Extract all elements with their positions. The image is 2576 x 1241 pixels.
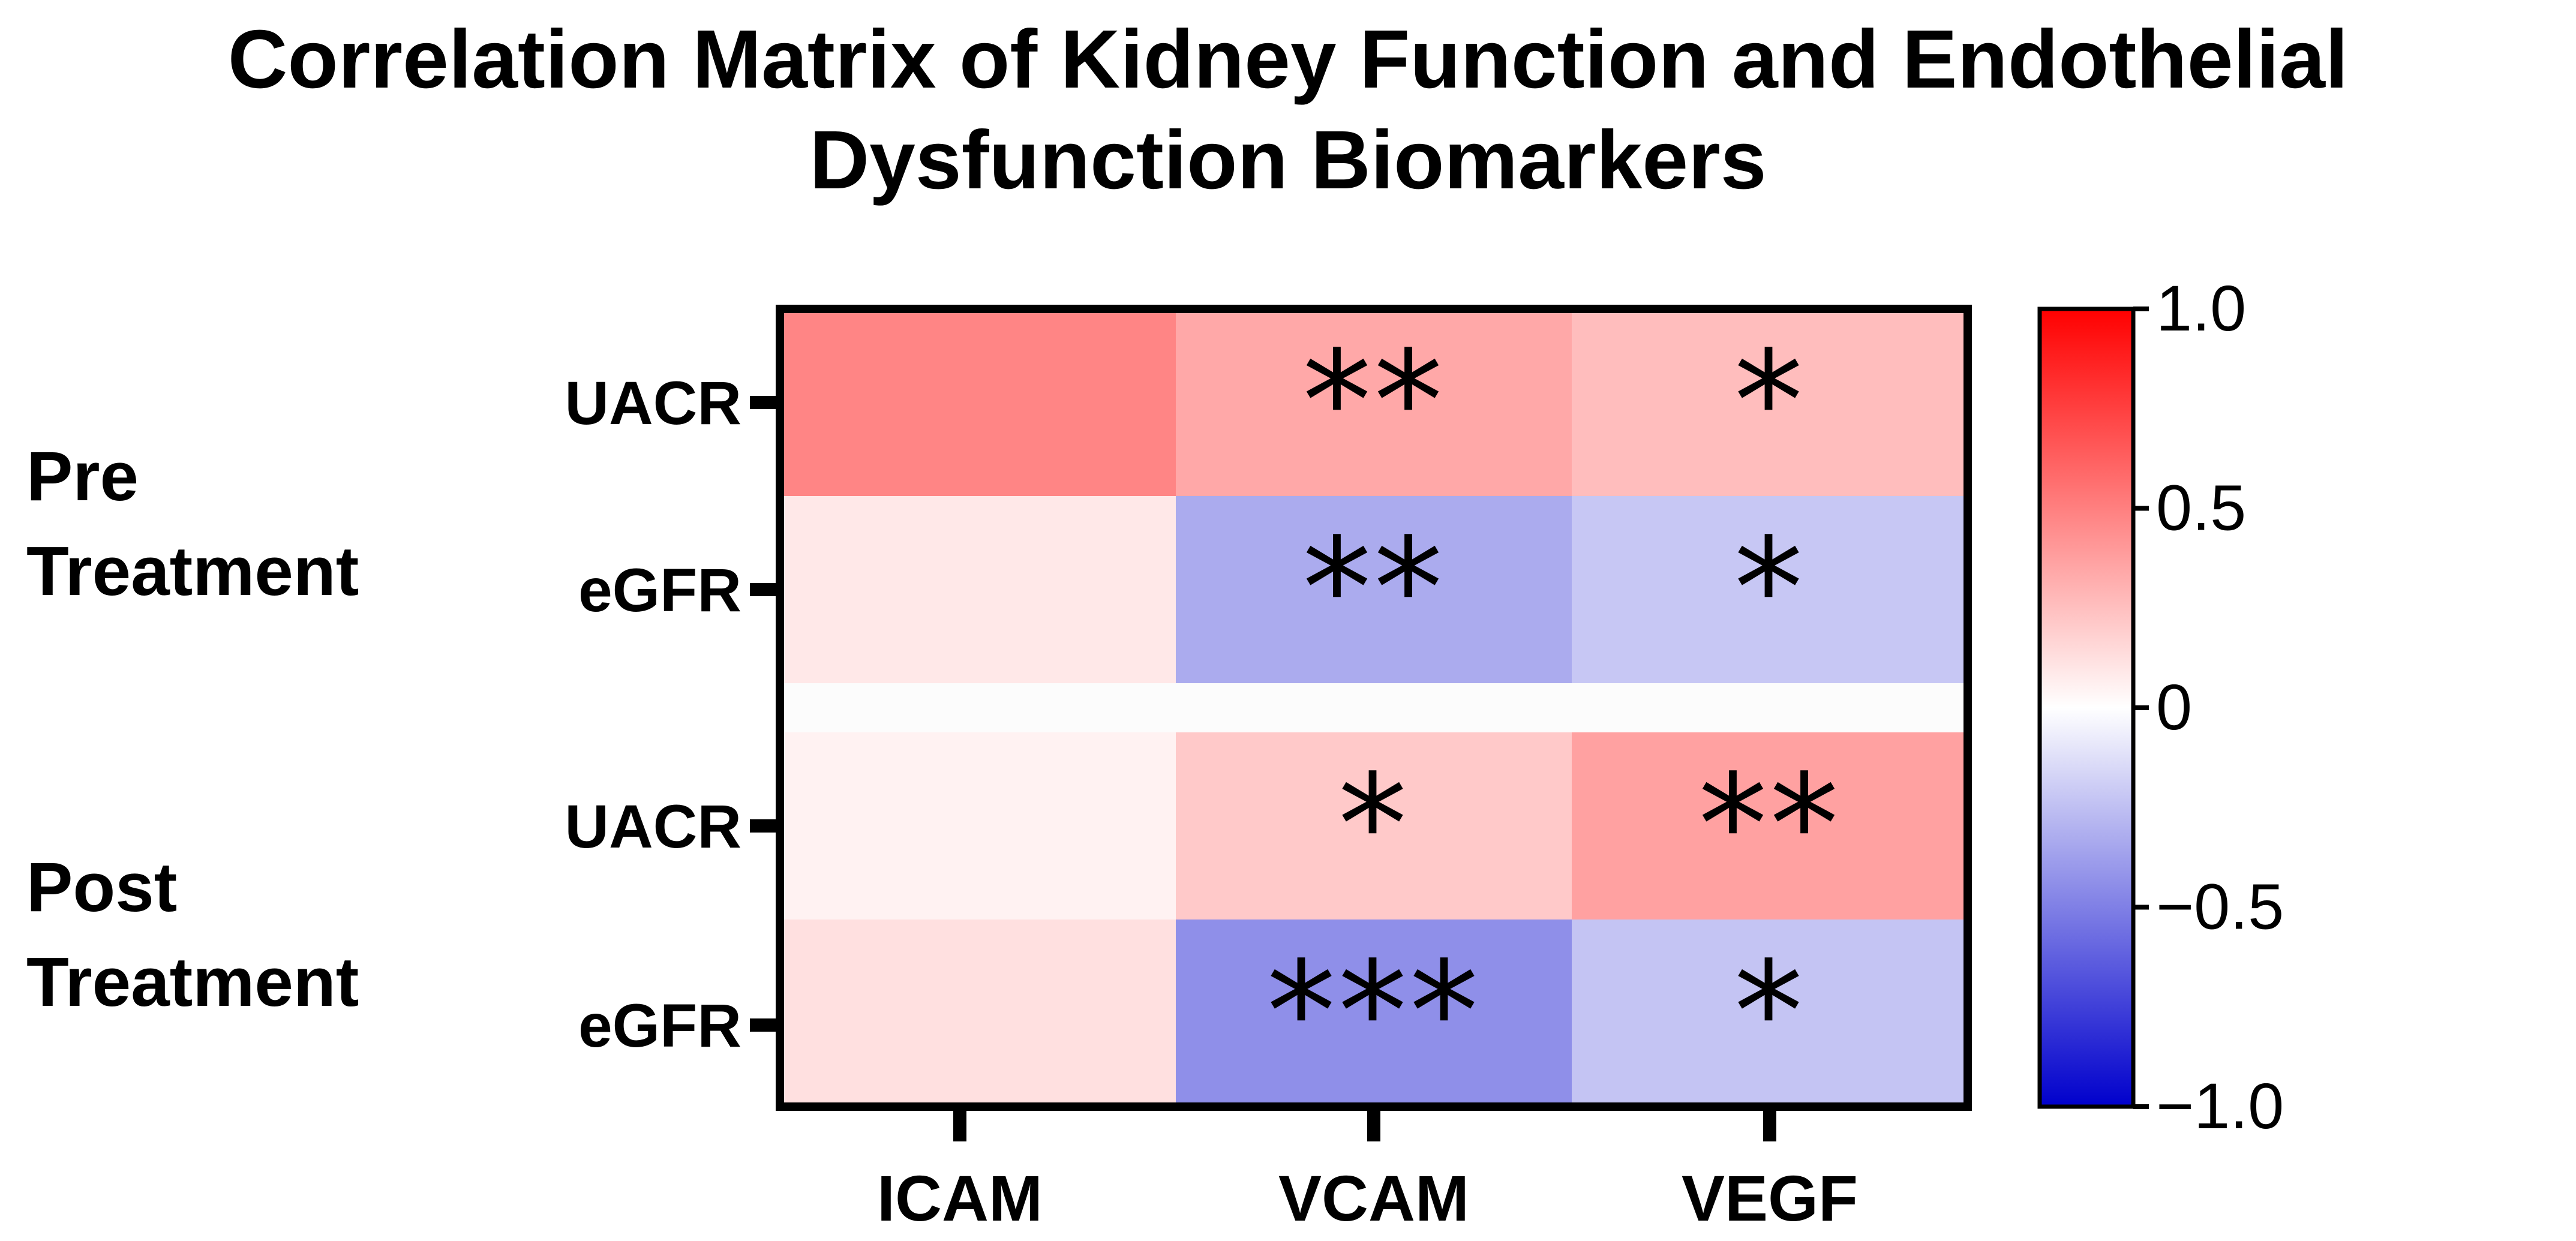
significance-markers: ************* — [1267, 322, 1841, 1093]
heatmap-cell — [780, 309, 1176, 497]
y-tick-label: UACR — [565, 792, 741, 861]
colorbar: 1.0 0.5 0 −0.5 −1.0 — [2037, 272, 2284, 1142]
colorbar-gradient — [2037, 307, 2136, 1109]
colorbar-tick — [2133, 705, 2149, 710]
heatmap-cell — [780, 920, 1176, 1107]
x-tick — [953, 1107, 966, 1141]
significance-marker: * — [1734, 509, 1806, 669]
colorbar-tick — [2133, 307, 2149, 311]
group-label-post: Post Treatment — [26, 840, 359, 1029]
heatmap-cells — [780, 309, 1968, 1107]
group-label-pre-line-1: Pre — [26, 437, 139, 515]
significance-marker: * — [1734, 933, 1806, 1093]
chart-title-line-2: Dysfunction Biomarkers — [809, 114, 1767, 206]
y-tick-label: UACR — [565, 369, 741, 437]
group-label-post-line-1: Post — [26, 848, 178, 926]
group-label-pre: Pre Treatment — [26, 429, 359, 618]
x-tick-label: VEGF — [1682, 1162, 1858, 1234]
colorbar-tick — [2133, 905, 2149, 910]
colorbar-tick — [2133, 506, 2149, 511]
significance-marker: ** — [1698, 746, 1841, 906]
y-axis: UACR eGFR UACR eGFR — [565, 369, 780, 1060]
heatmap-cell — [1176, 496, 1572, 684]
colorbar-tick — [2133, 1104, 2149, 1109]
x-tick — [1763, 1107, 1776, 1141]
y-tick-label: eGFR — [578, 991, 741, 1060]
colorbar-tick-label: −0.5 — [2156, 870, 2284, 943]
colorbar-tick-label: 0.5 — [2156, 471, 2246, 544]
y-tick-label: eGFR — [578, 556, 741, 624]
colorbar-tick-label: 1.0 — [2156, 272, 2246, 344]
y-tick — [750, 583, 780, 596]
x-tick-label: ICAM — [877, 1162, 1043, 1234]
heatmap-cell — [1176, 920, 1572, 1107]
significance-marker: * — [1338, 746, 1410, 906]
heatmap-cell — [1572, 309, 1968, 497]
heatmap-cell — [780, 496, 1176, 684]
significance-marker: * — [1734, 322, 1806, 482]
y-tick — [750, 396, 780, 409]
x-tick — [1367, 1107, 1380, 1141]
heatmap-cell — [1176, 309, 1572, 497]
x-tick-label: VCAM — [1278, 1162, 1469, 1234]
y-tick — [750, 819, 780, 833]
colorbar-tick-label: 0 — [2156, 671, 2192, 743]
heatmap-cell — [1572, 496, 1968, 684]
significance-marker: ** — [1302, 509, 1445, 669]
heatmap-cell — [1572, 920, 1968, 1107]
chart-title-line-1: Correlation Matrix of Kidney Function an… — [227, 13, 2349, 106]
heatmap-cell — [1572, 732, 1968, 920]
significance-marker: ** — [1302, 322, 1445, 482]
heatmap-gap-cell — [780, 683, 1968, 732]
chart-title: Correlation Matrix of Kidney Function an… — [0, 11, 2576, 209]
x-axis: ICAM VCAM VEGF — [877, 1107, 1858, 1234]
significance-marker: *** — [1267, 933, 1481, 1093]
group-label-post-line-2: Treatment — [26, 943, 359, 1021]
heatmap-cell — [780, 732, 1176, 920]
y-tick — [750, 1018, 780, 1032]
colorbar-tick-label: −1.0 — [2156, 1069, 2284, 1142]
heatmap-cell — [1176, 732, 1572, 920]
group-label-pre-line-2: Treatment — [26, 532, 359, 610]
